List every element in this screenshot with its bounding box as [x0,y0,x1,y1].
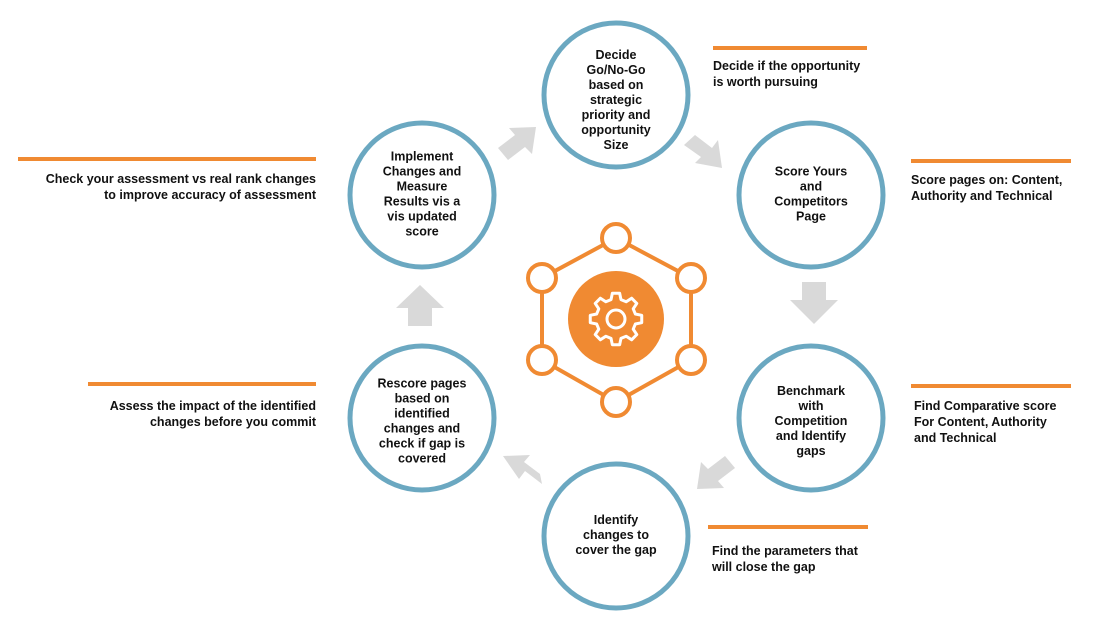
text-line: will close the gap [711,560,816,574]
circle-implement [347,120,497,270]
text-line: Find Comparative score [914,399,1056,413]
note-text-rescore: Assess the impact of the identified chang… [110,399,317,429]
text-line: changes to [583,528,649,542]
text-line: Implement [391,150,454,164]
note-bars [18,46,1071,529]
text-line: with [798,399,824,413]
flow-arrows [396,127,838,489]
text-line: cover the gap [575,543,657,557]
circle-benchmark [736,343,886,493]
note-bar-decide [713,46,867,50]
text-line: to improve accuracy of assessment [104,188,317,202]
note-text-identify: Find the parameters that will close the g… [711,544,859,574]
gear-outline [588,291,644,347]
note-bar-rescore [88,382,316,386]
note-bar-score [911,159,1071,163]
arrow-score-to-benchmark [790,282,838,324]
text-line: based on [589,78,644,92]
text-line: based on [395,392,450,406]
text-line: is worth pursuing [713,75,818,89]
step-circles [347,20,886,611]
text-line: changes and [384,422,460,436]
gear-hole [605,308,627,330]
text-line: Assess the impact of the identified [110,399,316,413]
text-line: Size [603,138,628,152]
arrow-identify-to-rescore [503,455,542,484]
note-text-implement: Check your assessment vs real rank chang… [46,172,317,202]
text-line: and Identify [776,429,846,443]
circle-identify [541,461,691,611]
text-line: strategic [590,93,642,107]
text-line: Go/No-Go [586,63,645,77]
text-line: Decide if the opportunity [713,59,860,73]
text-line: Score pages on: Content, [911,173,1062,187]
note-labels: Decide if the opportunity is worth pursui… [46,59,1063,574]
text-line: Score Yours [775,165,848,179]
note-bar-identify [708,525,868,529]
arrow-rescore-to-implement [396,285,444,326]
text-line: Rescore pages [378,377,467,391]
note-bar-implement [18,157,316,161]
text-line: gaps [796,444,825,458]
text-line: Check your assessment vs real rank chang… [46,172,316,186]
note-text-decide: Decide if the opportunity is worth pursui… [713,59,860,89]
text-line: and Technical [914,431,996,445]
note-text-score: Score pages on: Content, Authority and Te… [911,173,1062,203]
text-line: check if gap is [379,437,465,451]
text-line: changes before you commit [150,415,317,429]
text-line: Authority and Technical [911,189,1052,203]
text-line: score [405,225,438,239]
note-bar-benchmark [911,384,1071,388]
text-line: Measure [397,180,448,194]
gear-hexagon-icon [526,222,707,418]
arrow-implement-to-decide [498,127,536,160]
text-line: Identify [594,513,638,527]
text-line: vis updated [387,210,456,224]
text-line: opportunity [581,123,650,137]
gear-icon [588,291,644,347]
text-line: Decide [596,48,637,62]
text-line: Page [796,210,826,224]
text-line: Find the parameters that [712,544,859,558]
text-line: priority and [582,108,651,122]
circle-rescore [347,343,497,493]
text-line: For Content, Authority [914,415,1047,429]
text-line: Changes and [383,165,462,179]
text-line: identified [394,407,450,421]
text-line: and [800,180,822,194]
arrow-decide-to-score [684,135,722,168]
text-line: Results vis a [384,195,461,209]
text-line: Competition [775,414,848,428]
arrow-benchmark-to-identify [697,456,735,489]
circle-decide [541,20,691,170]
text-line: covered [398,452,446,466]
text-line: Benchmark [777,384,845,398]
text-line: Competitors [774,195,848,209]
circle-score [736,120,886,270]
